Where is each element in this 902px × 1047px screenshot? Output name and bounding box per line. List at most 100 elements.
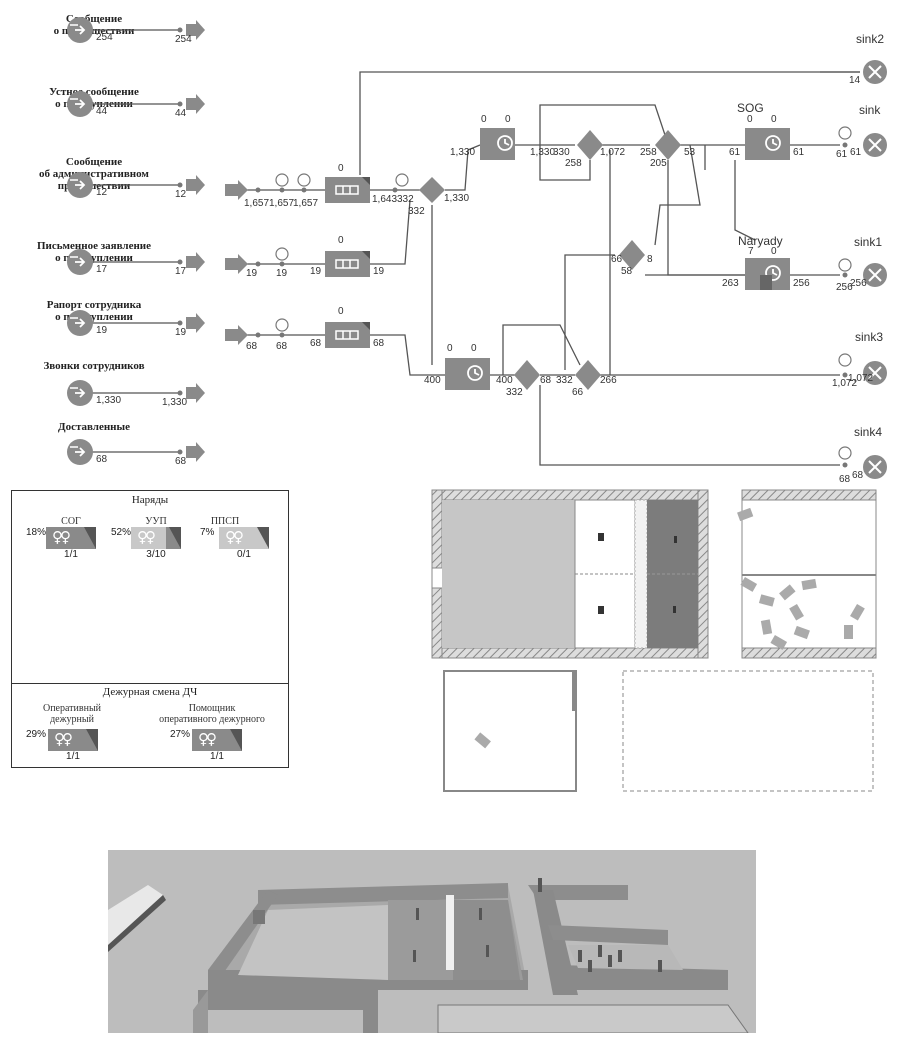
- resource-idle-fill: [131, 527, 166, 549]
- pool-corner-icon: [169, 527, 181, 549]
- sink-name: sink: [859, 103, 881, 117]
- resource-utilization: 18%: [26, 527, 47, 538]
- naryady-out: 256: [793, 278, 810, 289]
- resource-pool-icon: ♀♀: [48, 729, 98, 751]
- select6-a: 332: [556, 375, 573, 386]
- resource-utilization: 52%: [111, 527, 132, 538]
- naryady-service: 0: [771, 246, 777, 257]
- people-icon: ♀♀: [54, 730, 73, 748]
- people-icon: ♀♀: [137, 528, 156, 546]
- select1-bottom-count: 332: [408, 206, 425, 217]
- row1-in-count: 1,657: [244, 198, 270, 209]
- resource-pool-icon: ♀♀: [219, 527, 269, 549]
- row1-queue-top: 0: [338, 163, 344, 174]
- source-count: 44: [96, 106, 108, 117]
- sog-name: SOG: [737, 101, 764, 115]
- resource-pool-icon: ♀♀: [131, 527, 181, 549]
- row2-queue-in: 19: [310, 266, 322, 277]
- row3-delay-count: 68: [276, 341, 288, 352]
- pool-corner-icon: [230, 729, 242, 751]
- naryady-panel-title: Наряды: [131, 494, 169, 506]
- row1-delay1-count: 1,657: [269, 198, 295, 209]
- sink1-delay-count: 256: [836, 282, 853, 293]
- source-icon: [67, 380, 205, 406]
- service-top-in: 1,330: [450, 147, 476, 158]
- source-out-count: 17: [175, 266, 187, 277]
- sog-out: 61: [793, 147, 805, 158]
- source-out-count: 68: [175, 456, 187, 467]
- sink4-delay-count: 68: [839, 474, 851, 485]
- row2-queue-top: 0: [338, 235, 344, 246]
- source-count: 254: [96, 32, 113, 43]
- source-icon: [67, 172, 205, 198]
- sink1-count: 256: [850, 278, 867, 289]
- sinks: [863, 60, 887, 479]
- sink1-name: sink1: [854, 235, 883, 249]
- resource-utilization: 27%: [170, 729, 191, 740]
- service-bottom-queue: 0: [447, 343, 453, 354]
- resource-idle-fill: [219, 527, 269, 549]
- naryady-queue: 7: [748, 246, 754, 257]
- source-icon: [67, 249, 205, 275]
- service-top-queue: 0: [481, 114, 487, 125]
- source-count: 68: [96, 454, 108, 465]
- resource-count: 1/1: [64, 549, 78, 560]
- sink4-count: 68: [852, 470, 864, 481]
- sink-count: 61: [850, 147, 862, 158]
- resource-count: 1/1: [66, 751, 80, 762]
- source-count: 12: [96, 187, 108, 198]
- select6-b: 66: [572, 387, 584, 398]
- pool-corner-icon: [257, 527, 269, 549]
- sink-delay-count: 61: [836, 149, 848, 160]
- source-title: Звонки сотрудников: [43, 360, 145, 372]
- resource-name: СОГ: [61, 516, 81, 527]
- resource-pool-icon: ♀♀: [46, 527, 96, 549]
- source-out-count: 12: [175, 189, 187, 200]
- resource-name: Помощник оперативного дежурного: [159, 703, 265, 725]
- row1-delay2-count: 1,657: [293, 198, 319, 209]
- service-top-service: 0: [505, 114, 511, 125]
- row3-in-count: 68: [246, 341, 258, 352]
- sink3-delay-count: 1,072: [832, 378, 858, 389]
- service-bottom-service: 0: [471, 343, 477, 354]
- pool-corner-icon: [84, 527, 96, 549]
- select2-a: 330: [553, 147, 570, 158]
- resource-name: УУП: [145, 516, 167, 527]
- select4-c: 8: [647, 254, 653, 265]
- sog-in: 61: [729, 147, 741, 158]
- row3-queue-top: 0: [338, 306, 344, 317]
- source-out-count: 254: [175, 34, 192, 45]
- source-out-count: 44: [175, 108, 187, 119]
- sog-service: 0: [771, 114, 777, 125]
- source-icon: [67, 17, 205, 43]
- select3-b: 205: [650, 158, 667, 169]
- row3-queue-in: 68: [310, 338, 322, 349]
- people-icon: ♀♀: [225, 528, 244, 546]
- resource-count: 0/1: [237, 549, 251, 560]
- select2-c: 1,072: [600, 147, 626, 158]
- select2-b: 258: [565, 158, 582, 169]
- floor-plan-2d: [431, 489, 877, 792]
- source-icon: [67, 439, 205, 465]
- source-icon: [67, 91, 205, 117]
- people-icon: ♀♀: [52, 528, 71, 546]
- row1-out-count: 1,643: [372, 194, 398, 205]
- select4-a: 66: [611, 254, 623, 265]
- view-3d: [108, 850, 756, 1033]
- queue-blocks: [325, 177, 370, 348]
- row2-in-count: 19: [246, 268, 258, 279]
- resource-name: Оперативный дежурный: [42, 703, 102, 725]
- select3-a: 258: [640, 147, 657, 158]
- resource-pool-icon: ♀♀: [192, 729, 242, 751]
- service-blocks: [445, 128, 790, 390]
- service-top-out: 1,330: [530, 147, 556, 158]
- select5-b: 68: [540, 375, 552, 386]
- resource-count: 3/10: [146, 549, 166, 560]
- select4-b: 58: [621, 266, 633, 277]
- select5-a: 332: [506, 387, 523, 398]
- source-icon: [67, 310, 205, 336]
- sink2-count: 14: [849, 75, 861, 86]
- source-count: 19: [96, 325, 108, 336]
